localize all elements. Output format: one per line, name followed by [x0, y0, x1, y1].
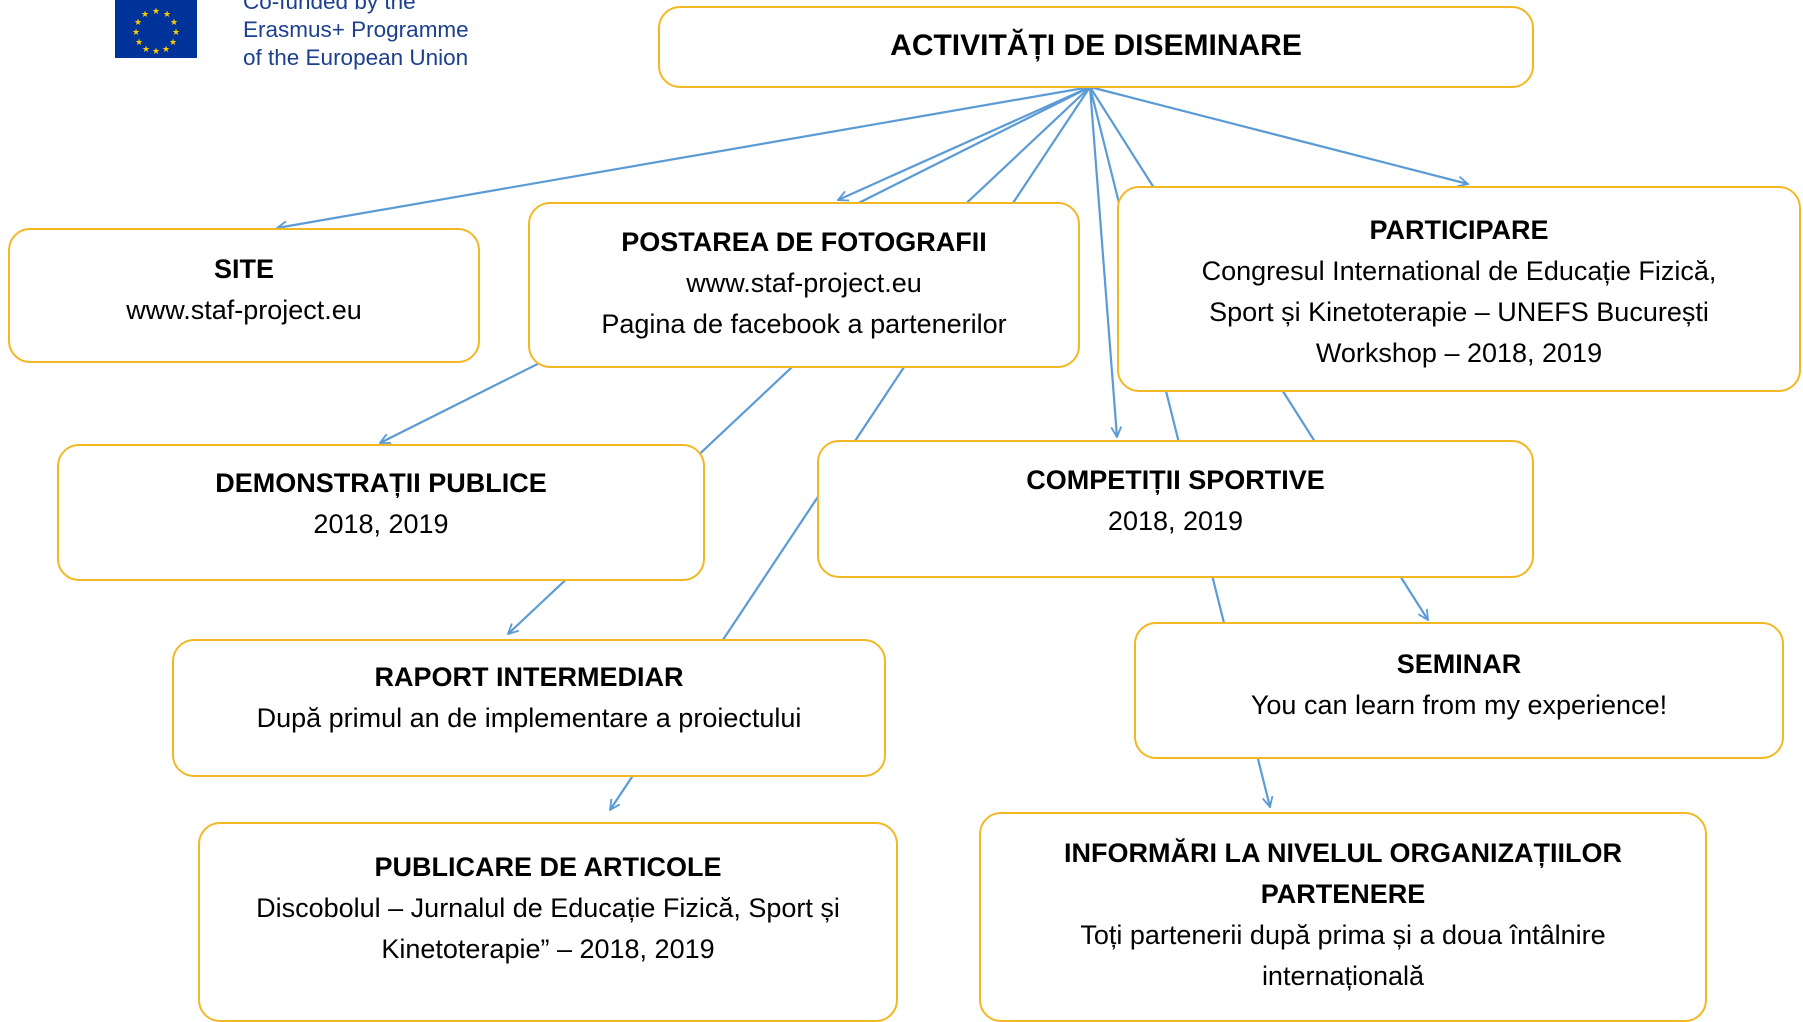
svg-text:★: ★ [134, 18, 142, 28]
node-participare-line-1: Congresul International de Educație Fizi… [1201, 256, 1717, 286]
node-informari-title: INFORMĂRI LA NIVELUL ORGANIZAȚIILOR [1064, 838, 1622, 868]
node-informari-title-2: PARTENERE [1260, 879, 1426, 909]
node-informari-line-2: internațională [1261, 961, 1425, 991]
logo-line-2: Erasmus+ Programme [243, 17, 469, 42]
node-demonstratii-line: 2018, 2019 [313, 509, 449, 539]
svg-text:★: ★ [132, 28, 140, 38]
svg-text:★: ★ [142, 45, 150, 55]
node-raport-title: RAPORT INTERMEDIAR [374, 662, 684, 692]
svg-text:★: ★ [162, 45, 170, 55]
logo-line-1: Co-funded by the [243, 0, 416, 14]
svg-text:★: ★ [163, 10, 171, 20]
node-seminar-title: SEMINAR [1396, 649, 1522, 679]
logo-line-3: of the European Union [243, 45, 469, 70]
node-publicare: PUBLICARE DE ARTICOLE Discobolul – Jurna… [198, 822, 898, 1022]
svg-text:★: ★ [152, 7, 160, 17]
svg-text:★: ★ [135, 38, 143, 48]
node-publicare-line-2: Kinetoterapie” – 2018, 2019 [381, 934, 715, 964]
svg-text:★: ★ [141, 10, 149, 20]
svg-text:★: ★ [152, 47, 160, 57]
node-postarea-title: POSTAREA DE FOTOGRAFII [621, 227, 987, 257]
node-participare-title: PARTICIPARE [1369, 215, 1549, 245]
node-seminar: SEMINAR You can learn from my experience… [1134, 622, 1784, 759]
eu-cofunded-text: Co-funded by the Erasmus+ Programme of t… [243, 0, 469, 72]
node-raport: RAPORT INTERMEDIAR După primul an de imp… [172, 639, 886, 777]
node-competitii-title: COMPETIȚII SPORTIVE [1026, 465, 1325, 495]
node-participare: PARTICIPARE Congresul International de E… [1117, 186, 1801, 392]
edge-root-to-site [277, 85, 1091, 228]
node-publicare-title: PUBLICARE DE ARTICOLE [374, 852, 722, 882]
node-raport-line: După primul an de implementare a proiect… [256, 703, 802, 733]
svg-text:★: ★ [169, 38, 177, 48]
node-site: SITE www.staf-project.eu [8, 228, 480, 363]
node-site-line: www.staf-project.eu [126, 295, 362, 325]
edge-root-to-participare [1089, 85, 1468, 184]
node-competitii-line: 2018, 2019 [1107, 506, 1244, 536]
node-participare-line-2: Sport și Kinetoterapie – UNEFS București [1209, 297, 1709, 327]
node-demonstratii: DEMONSTRAȚII PUBLICE 2018, 2019 [57, 444, 705, 581]
svg-text:★: ★ [172, 28, 180, 38]
node-informari: INFORMĂRI LA NIVELUL ORGANIZAȚIILOR PART… [979, 812, 1707, 1022]
eu-flag-logo: ★ ★ ★ ★ ★ ★ ★ ★ ★ ★ ★ ★ [115, 0, 197, 58]
node-participare-line-3: Workshop – 2018, 2019 [1315, 338, 1603, 368]
edge-root-to-competitii [1088, 86, 1117, 437]
node-site-title: SITE [213, 254, 274, 284]
node-demonstratii-title: DEMONSTRAȚII PUBLICE [215, 468, 547, 498]
node-informari-line-1: Toți partenerii după prima și a doua înt… [1080, 920, 1606, 950]
node-competitii: COMPETIȚII SPORTIVE 2018, 2019 [817, 440, 1534, 578]
edge-root-to-postarea [838, 85, 1091, 200]
node-postarea: POSTAREA DE FOTOGRAFII www.staf-project.… [528, 202, 1080, 368]
node-postarea-line-2: Pagina de facebook a partenerilor [601, 309, 1007, 339]
root-node: ACTIVITĂȚI DE DISEMINARE [658, 6, 1534, 88]
node-postarea-line-1: www.staf-project.eu [686, 268, 922, 298]
node-publicare-line-1: Discobolul – Jurnalul de Educație Fizică… [256, 893, 840, 923]
root-title: ACTIVITĂȚI DE DISEMINARE [890, 29, 1302, 62]
node-seminar-line: You can learn from my experience! [1250, 690, 1668, 720]
svg-text:★: ★ [170, 18, 178, 28]
